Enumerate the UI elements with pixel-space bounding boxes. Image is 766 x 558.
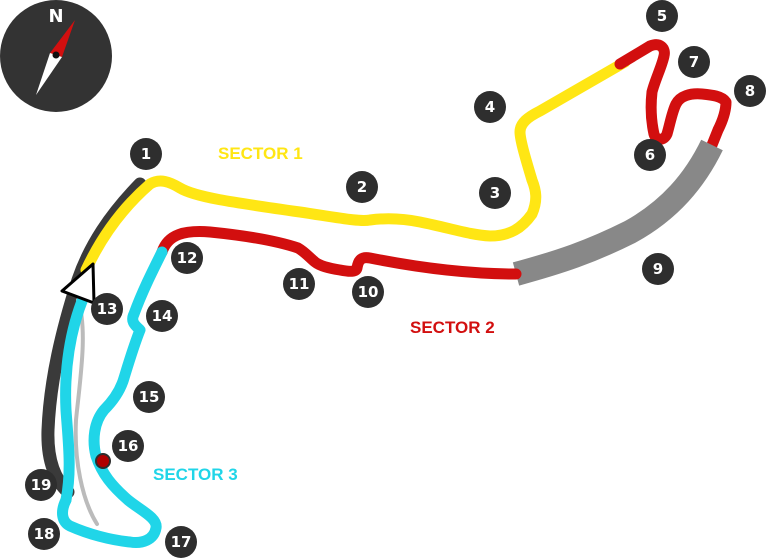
turn-12-label: 12 xyxy=(177,249,198,267)
turn-1-label: 1 xyxy=(141,145,151,163)
turn-marker: 3 xyxy=(479,177,511,209)
turn-9-label: 9 xyxy=(653,260,663,278)
start-direction-triangle-icon xyxy=(60,262,96,305)
turn-4-label: 4 xyxy=(485,98,495,116)
turn-marker: 6 xyxy=(634,139,666,171)
sector-2-label: SECTOR 2 xyxy=(410,318,495,337)
turn-18-label: 18 xyxy=(34,525,55,543)
compass-north-needle xyxy=(50,20,75,57)
sector-3-track-b xyxy=(60,290,90,506)
turn-marker: 7 xyxy=(678,46,710,78)
turn-10-label: 10 xyxy=(358,283,379,301)
turn-5-label: 5 xyxy=(657,7,667,25)
tunnel-section xyxy=(512,139,723,286)
turn-marker: 18 xyxy=(28,518,60,550)
turn-marker: 13 xyxy=(91,293,123,325)
sector-3-track-a xyxy=(57,246,168,548)
turn-marker: 1 xyxy=(130,138,162,170)
turn-marker: 8 xyxy=(734,75,766,107)
turn-2-label: 2 xyxy=(357,178,367,196)
turn-marker: 5 xyxy=(646,0,678,32)
sector-2-track-a xyxy=(614,39,732,151)
sector-1-label: SECTOR 1 xyxy=(218,144,303,163)
turn-marker: 2 xyxy=(346,171,378,203)
turn-19-label: 19 xyxy=(31,476,52,494)
turn-16-label: 16 xyxy=(118,437,139,455)
turn-marker: 10 xyxy=(352,276,384,308)
compass-south-needle xyxy=(36,53,62,95)
turn-3-label: 3 xyxy=(490,184,500,202)
turn-marker: 11 xyxy=(283,268,315,300)
turn-14-label: 14 xyxy=(152,307,173,325)
turn-marker: 15 xyxy=(133,381,165,413)
turn-marker: 4 xyxy=(474,91,506,123)
turn-11-label: 11 xyxy=(289,275,310,293)
turn-6-label: 6 xyxy=(645,146,655,164)
turn-7-label: 7 xyxy=(689,53,699,71)
sector-2-track-b xyxy=(156,226,522,280)
turn-8-label: 8 xyxy=(745,82,755,100)
pit-lane xyxy=(73,298,99,526)
turn-marker: 16 xyxy=(112,430,144,462)
turn-15-label: 15 xyxy=(139,388,160,406)
compass: N xyxy=(0,0,112,112)
compass-north-label: N xyxy=(48,6,63,27)
turn-marker: 14 xyxy=(146,300,178,332)
turn-marker: 9 xyxy=(642,253,674,285)
turn-marker: 17 xyxy=(165,526,197,558)
turn-marker: 19 xyxy=(25,469,57,501)
sector-3-label: SECTOR 3 xyxy=(153,465,238,484)
turn-13-label: 13 xyxy=(97,300,118,318)
compass-center-dot xyxy=(52,51,60,59)
turn-17-label: 17 xyxy=(171,533,192,551)
timing-point xyxy=(95,453,111,469)
sector-1-track xyxy=(80,56,631,276)
turn-marker: 12 xyxy=(171,242,203,274)
